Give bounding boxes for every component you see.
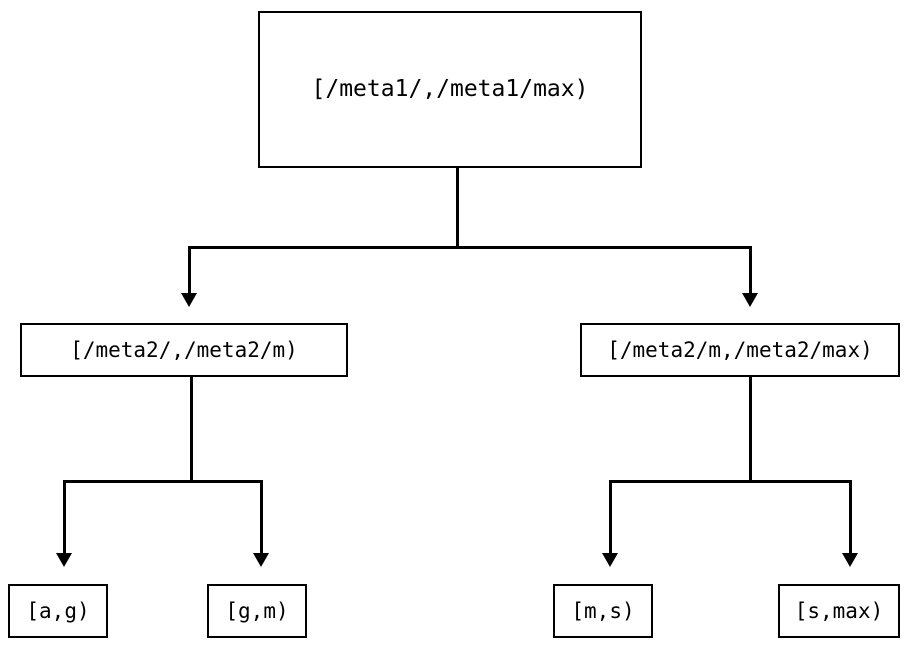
edge-root-to-mid-right xyxy=(749,246,752,293)
edge-mid-left-to-leaf-gm xyxy=(260,480,263,553)
arrowhead-to-leaf-ms-icon xyxy=(602,553,618,567)
edge-mid-right-stem xyxy=(749,377,752,482)
node-leaf-a-g-label: [a,g) xyxy=(26,598,90,623)
node-mid-right[interactable]: [/meta2/m,/meta2/max) xyxy=(580,323,900,377)
node-mid-left[interactable]: [/meta2/,/meta2/m) xyxy=(20,323,348,377)
node-leaf-m-s[interactable]: [m,s) xyxy=(553,584,653,638)
node-leaf-g-m[interactable]: [g,m) xyxy=(207,584,307,638)
node-mid-left-label: [/meta2/,/meta2/m) xyxy=(70,337,298,362)
node-root-label: [/meta1/,/meta1/max) xyxy=(311,76,589,102)
edge-mid-left-split-bar xyxy=(63,480,263,483)
edge-mid-right-split-bar xyxy=(609,480,852,483)
arrowhead-to-leaf-smax-icon xyxy=(842,553,858,567)
edge-mid-right-to-leaf-ms xyxy=(609,480,612,553)
edge-mid-right-to-leaf-smax xyxy=(849,480,852,553)
edge-root-to-mid-left xyxy=(188,246,191,293)
arrowhead-to-leaf-gm-icon xyxy=(253,553,269,567)
edge-mid-left-stem xyxy=(190,377,193,482)
arrowhead-to-leaf-ag-icon xyxy=(56,553,72,567)
node-leaf-s-max-label: [s,max) xyxy=(794,598,884,623)
node-leaf-s-max[interactable]: [s,max) xyxy=(778,584,900,638)
arrowhead-root-to-mid-right-icon xyxy=(742,293,758,307)
node-leaf-g-m-label: [g,m) xyxy=(225,598,289,623)
node-leaf-a-g[interactable]: [a,g) xyxy=(8,584,108,638)
edge-root-stem xyxy=(456,168,459,248)
arrowhead-root-to-mid-left-icon xyxy=(181,293,197,307)
node-leaf-m-s-label: [m,s) xyxy=(571,598,635,623)
edge-root-split-bar xyxy=(188,246,752,249)
edge-mid-left-to-leaf-ag xyxy=(63,480,66,553)
node-root[interactable]: [/meta1/,/meta1/max) xyxy=(258,11,642,168)
node-mid-right-label: [/meta2/m,/meta2/max) xyxy=(607,337,873,362)
